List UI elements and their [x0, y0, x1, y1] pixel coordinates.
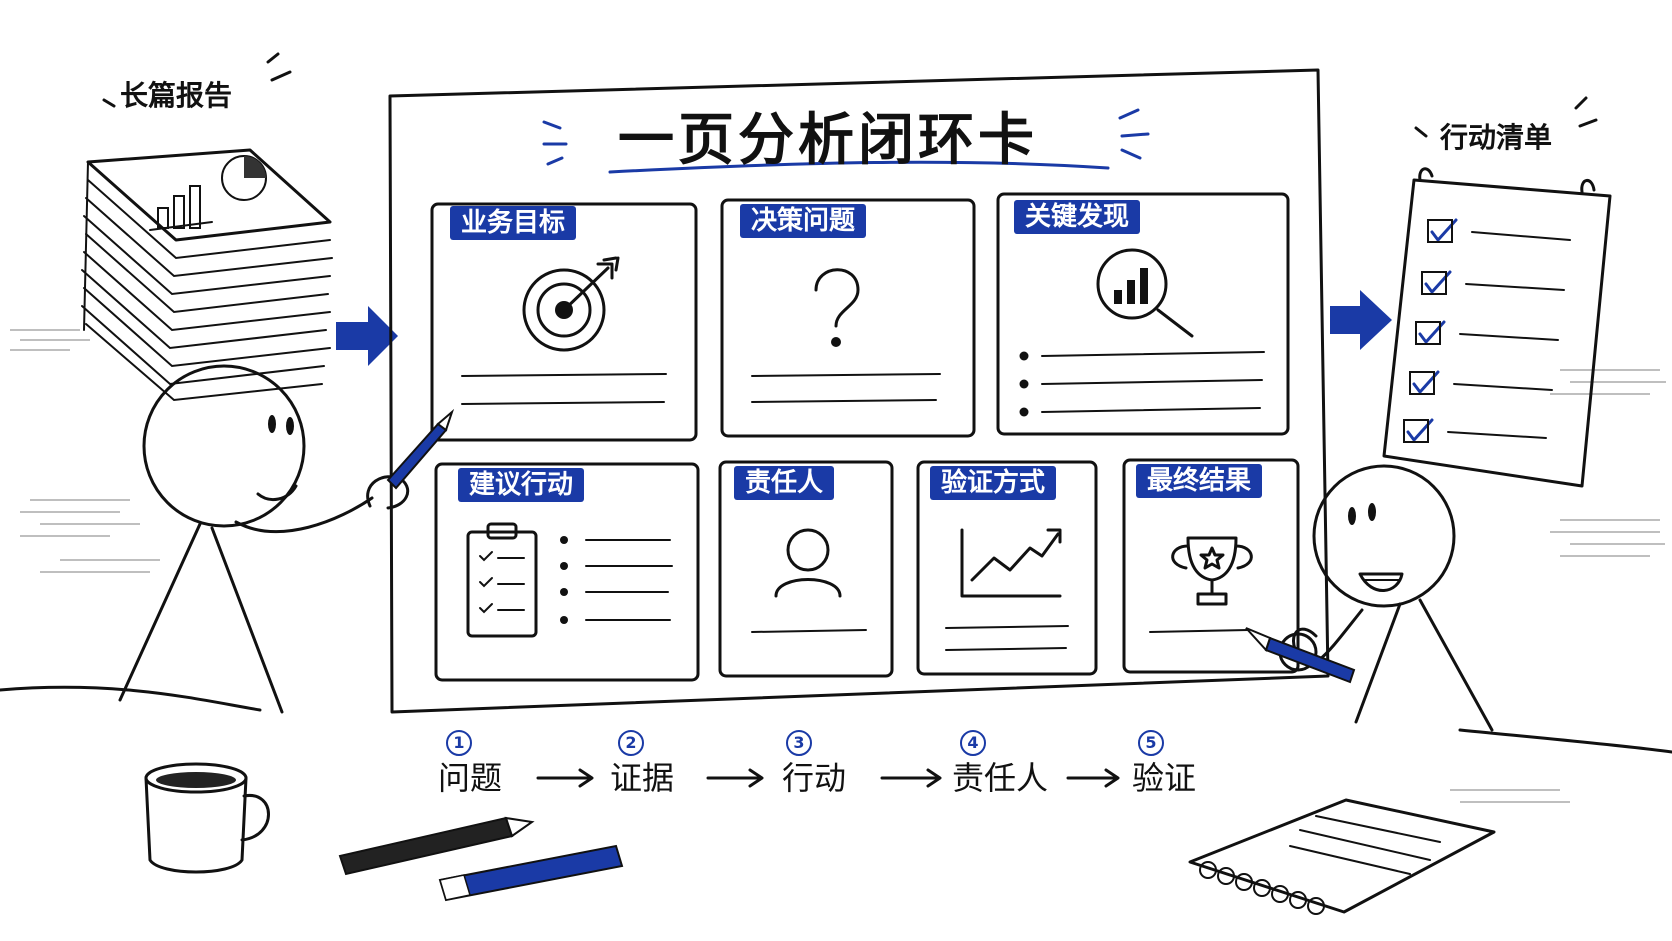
table-surface [0, 329, 1672, 803]
step-number: 2 [618, 730, 644, 756]
report-stack-icon [81, 148, 333, 402]
tag-key-findings: 关键发现 [1014, 200, 1141, 234]
step-number: 1 [446, 730, 472, 756]
step-number: 3 [786, 730, 812, 756]
left-sparkle [102, 52, 292, 108]
tag-recommended-action: 建议行动 [458, 468, 585, 502]
bullet-dots [560, 351, 1029, 624]
arrow-right-icon [336, 306, 398, 366]
step-label: 证据 [610, 759, 675, 797]
card-text-lines [461, 351, 1265, 651]
step-number: 4 [960, 730, 986, 756]
step-label: 责任人 [952, 759, 1049, 797]
trophy-icon [1171, 536, 1253, 606]
step-number: 5 [1138, 730, 1164, 756]
tag-decision-question: 决策问题 [740, 204, 867, 238]
page-title: 一页分析闭环卡 [618, 108, 1038, 173]
card-frames [430, 192, 1300, 682]
person-icon [774, 528, 842, 598]
checklist-notepad-icon [1382, 167, 1612, 488]
left-stick-figure [118, 364, 455, 714]
arrow-right-icon [1330, 290, 1392, 350]
tag-business-goal: 业务目标 [450, 206, 577, 240]
clipboard-icon [466, 522, 538, 638]
tag-final-result: 最终结果 [1136, 464, 1263, 498]
right-label: 行动清单 [1440, 121, 1553, 154]
tag-owner: 责任人 [734, 466, 835, 500]
marker-pens [338, 816, 624, 902]
magnifier-chart-icon [1096, 248, 1194, 338]
trend-chart-icon [960, 528, 1062, 598]
step-label: 问题 [438, 759, 503, 797]
spiral-notebook-icon [1188, 798, 1496, 915]
question-icon [814, 268, 860, 347]
left-label: 长篇报告 [120, 79, 233, 112]
tag-verification: 验证方式 [930, 466, 1057, 500]
target-icon [522, 256, 620, 352]
right-sparkle [1414, 96, 1598, 138]
step-label: 验证 [1132, 759, 1197, 797]
flow-arrows [536, 768, 1120, 788]
step-label: 行动 [782, 759, 847, 797]
right-stick-figure [1245, 464, 1494, 732]
coffee-cup-icon [144, 762, 270, 874]
title-decoration [542, 108, 1150, 174]
